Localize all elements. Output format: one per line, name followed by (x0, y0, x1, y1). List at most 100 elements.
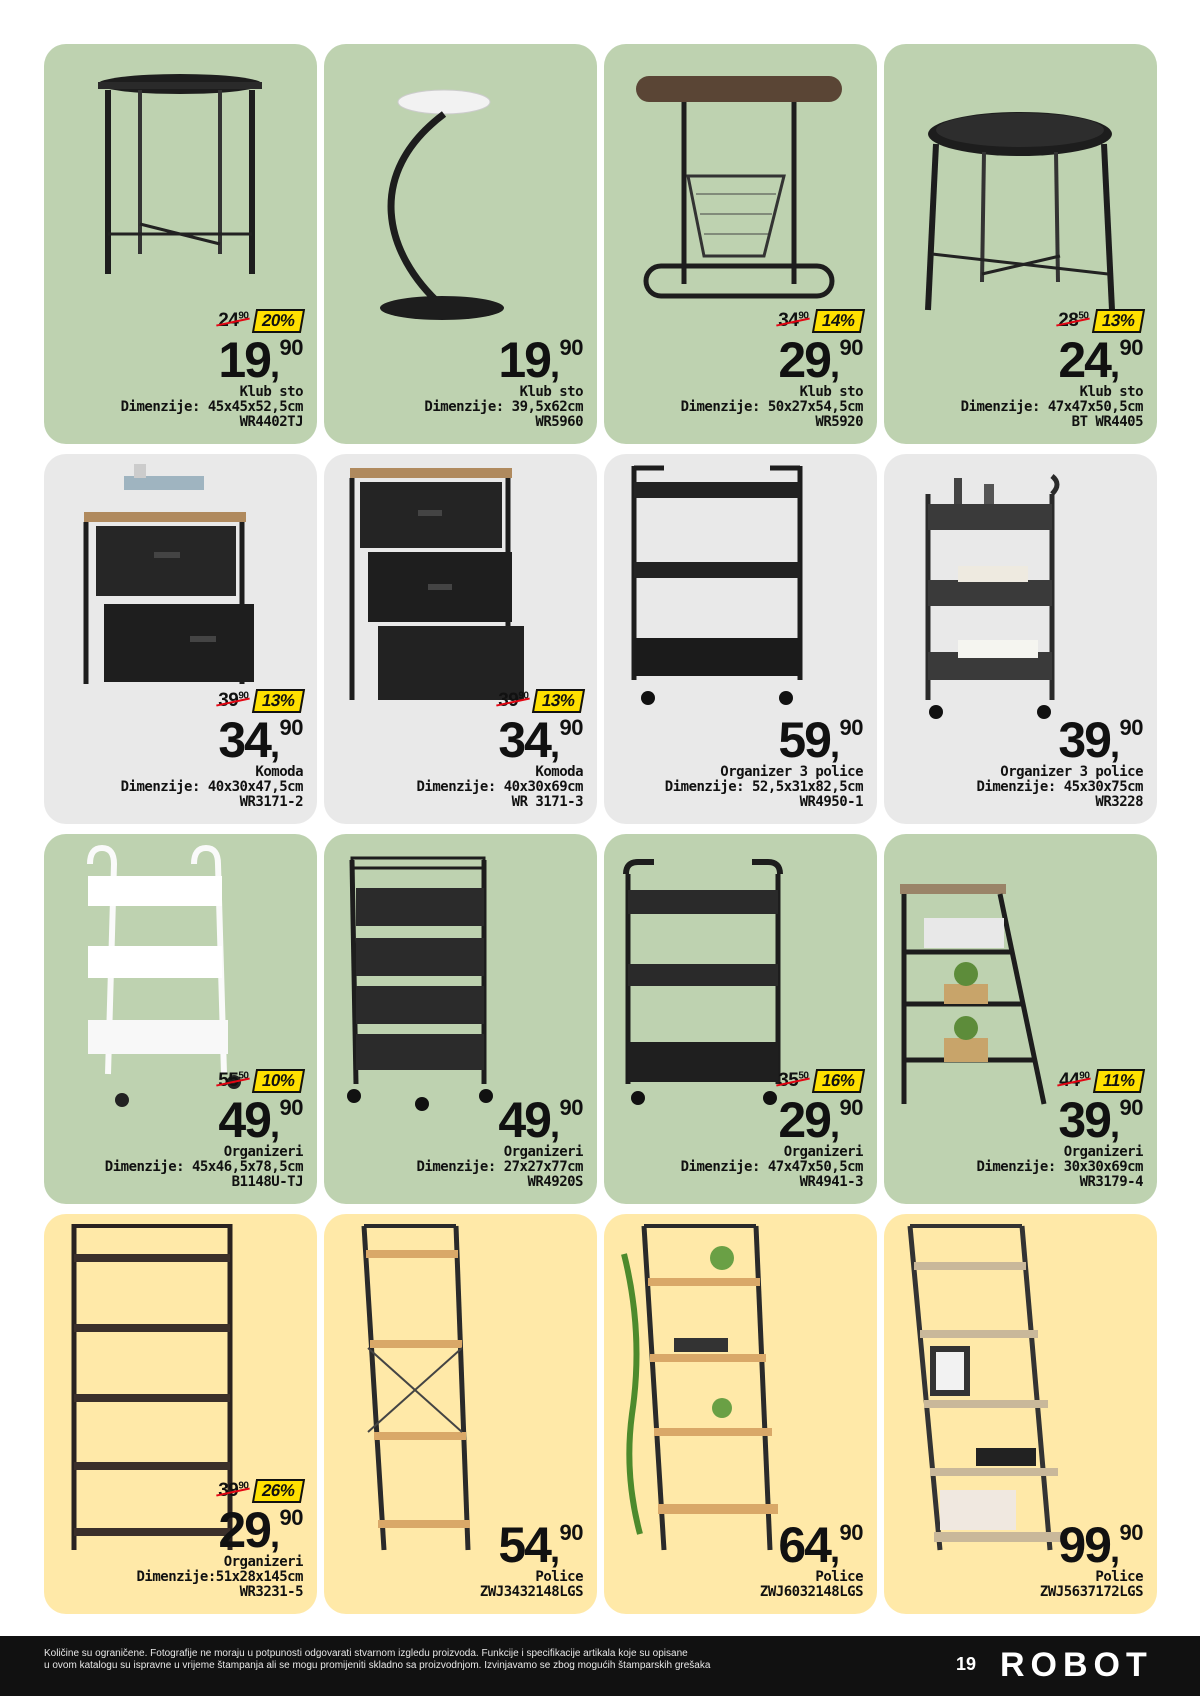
old-price: 2490 (218, 310, 249, 331)
product-info: 59,90 Organizer 3 police Dimenzije: 52,5… (664, 712, 864, 810)
product-name: Organizeri (783, 1144, 864, 1160)
old-price: 4490 (1059, 1070, 1090, 1091)
product-dimensions: Dimenzije: 47x47x50,5cm (960, 399, 1144, 415)
product-code: WR4950-1 (799, 794, 864, 810)
product-info: 49,90 Organizeri Dimenzije: 27x27x77cm W… (416, 1093, 583, 1190)
price: 34,90 (498, 712, 583, 768)
product-info: 64,90 Police ZWJ6032148LGS (759, 1517, 864, 1600)
product-dimensions: Dimenzije: 52,5x31x82,5cm (664, 779, 864, 795)
robot-logo: ROBOT (1000, 1646, 1153, 1684)
discount-badge: 26% (252, 1479, 306, 1503)
old-price-row: 3990 13% (416, 689, 586, 713)
price: 49,90 (218, 1092, 303, 1148)
ladder-shelf-image (361, 1224, 471, 1551)
white-cart-image (87, 844, 241, 1107)
product-info: 2850 13% 24,90 Klub sto Dimenzije: 47x47… (960, 309, 1146, 430)
product-code: WR3171-2 (239, 794, 304, 810)
old-price: 5550 (218, 1070, 249, 1091)
product-info: 5550 10% 49,90 Organizeri Dimenzije: 45x… (104, 1069, 306, 1190)
old-price-row: 3990 13% (121, 689, 306, 713)
product-card[interactable]: 3990 26% 29,90 Organizeri Dimenzije:51x2… (44, 1214, 317, 1614)
product-name: Klub sto (519, 384, 584, 400)
product-info: 4490 11% 39,90 Organizeri Dimenzije: 30x… (976, 1069, 1146, 1190)
product-card[interactable]: 54,90 Police ZWJ3432148LGS (324, 1214, 597, 1614)
oval-side-table-image (636, 76, 842, 299)
product-dimensions: Dimenzije: 45x30x75cm (976, 779, 1143, 795)
product-code: WR4920S (527, 1174, 583, 1190)
product-name: Klub sto (799, 384, 864, 400)
price: 39,90 (1058, 1092, 1143, 1148)
old-price-row: 2490 20% (121, 309, 306, 333)
price: 59,90 (778, 712, 863, 768)
product-name: Klub sto (239, 384, 304, 400)
product-name: Police (1095, 1569, 1143, 1585)
product-code: ZWJ6032148LGS (759, 1584, 864, 1600)
product-dimensions: Dimenzije: 30x30x69cm (976, 1159, 1143, 1175)
product-name: Organizeri (223, 1554, 304, 1570)
drawer-dresser-image (83, 464, 254, 684)
product-name: Organizer 3 police (720, 764, 863, 780)
discount-badge: 20% (252, 309, 306, 333)
grey-ladder-shelf-image (907, 1224, 1066, 1551)
old-price-row: 3550 16% (681, 1069, 866, 1093)
product-dimensions: Dimenzije: 45x45x52,5cm (120, 399, 304, 415)
product-info: 39,90 Organizer 3 police Dimenzije: 45x3… (976, 713, 1143, 810)
discount-badge: 13% (252, 689, 306, 713)
mesh-cart-image (925, 474, 1060, 719)
product-info: 3990 26% 29,90 Organizeri Dimenzije:51x2… (136, 1479, 306, 1600)
price: 34,90 (218, 712, 303, 768)
product-card[interactable]: 64,90 Police ZWJ6032148LGS (604, 1214, 877, 1614)
product-dimensions: Dimenzije: 45x46,5x78,5cm (104, 1159, 304, 1175)
price: 24,90 (1058, 332, 1143, 388)
product-code: B1148U-TJ (231, 1174, 304, 1190)
old-price-row: 3990 26% (136, 1479, 306, 1503)
product-card[interactable]: 3990 13% 34,90 Komoda Dimenzije: 40x30x4… (44, 454, 317, 824)
black-cart-image (623, 859, 783, 1105)
product-name: Komoda (535, 764, 583, 780)
old-price: 2850 (1058, 310, 1089, 331)
product-info: 54,90 Police ZWJ3432148LGS (480, 1517, 584, 1600)
product-info: 3990 13% 34,90 Komoda Dimenzije: 40x30x4… (121, 689, 306, 810)
product-card[interactable]: 2490 20% 19,90 Klub sto Dimenzije: 45x45… (44, 44, 317, 444)
product-code: ZWJ5637172LGS (1039, 1584, 1144, 1600)
product-grid: 2490 20% 19,90 Klub sto Dimenzije: 45x45… (44, 44, 1160, 1614)
page-number: 19 (956, 1654, 977, 1674)
discount-badge: 14% (812, 309, 866, 333)
product-info: 19,90 Klub sto Dimenzije: 39,5x62cm WR59… (424, 333, 583, 430)
product-card[interactable]: 39,90 Organizer 3 police Dimenzije: 45x3… (884, 454, 1157, 824)
product-card[interactable]: 3990 13% 34,90 Komoda Dimenzije: 40x30x6… (324, 454, 597, 824)
product-card[interactable]: 4490 11% 39,90 Organizeri Dimenzije: 30x… (884, 834, 1157, 1204)
product-dimensions: Dimenzije: 47x47x50,5cm (680, 1159, 864, 1175)
product-card[interactable]: 3490 14% 29,90 Klub sto Dimenzije: 50x27… (604, 44, 877, 444)
old-price-row: 5550 10% (105, 1069, 306, 1093)
old-price: 3550 (778, 1070, 809, 1091)
legal-disclaimer: Količine su ograničene. Fotografije ne m… (44, 1648, 804, 1672)
price: 19,90 (498, 332, 583, 388)
discount-badge: 16% (812, 1069, 866, 1093)
price: 64,90 (778, 1517, 863, 1573)
footer: Količine su ograničene. Fotografije ne m… (0, 1636, 1200, 1696)
product-name: Organizeri (503, 1144, 584, 1160)
product-dimensions: Dimenzije:51x28x145cm (136, 1569, 303, 1585)
price: 29,90 (218, 1502, 303, 1558)
product-info: 3490 14% 29,90 Klub sto Dimenzije: 50x27… (681, 309, 866, 430)
price: 19,90 (218, 332, 303, 388)
product-card[interactable]: 5550 10% 49,90 Organizeri Dimenzije: 45x… (44, 834, 317, 1204)
product-card[interactable]: 19,90 Klub sto Dimenzije: 39,5x62cm WR59… (324, 44, 597, 444)
tall-dresser-image (349, 468, 524, 700)
old-price: 3990 (218, 1480, 249, 1501)
product-dimensions: Dimenzije: 39,5x62cm (424, 399, 583, 415)
old-price: 3490 (778, 310, 809, 331)
product-card[interactable]: 59,90 Organizer 3 police Dimenzije: 52,5… (604, 454, 877, 824)
product-info: 2490 20% 19,90 Klub sto Dimenzije: 45x45… (120, 309, 306, 430)
price: 54,90 (498, 1517, 583, 1573)
product-card[interactable]: 3550 16% 29,90 Organizeri Dimenzije: 47x… (604, 834, 877, 1204)
product-card[interactable]: 2850 13% 24,90 Klub sto Dimenzije: 47x47… (884, 44, 1157, 444)
legal-line: u ovom katalogu su ispravne u vrijeme št… (44, 1660, 711, 1671)
product-info: 3550 16% 29,90 Organizeri Dimenzije: 47x… (680, 1069, 866, 1190)
product-card[interactable]: 99,90 Police ZWJ5637172LGS (884, 1214, 1157, 1614)
price: 39,90 (1058, 712, 1143, 768)
discount-badge: 11% (1093, 1069, 1146, 1093)
old-price: 3990 (498, 690, 529, 711)
product-card[interactable]: 49,90 Organizeri Dimenzije: 27x27x77cm W… (324, 834, 597, 1204)
